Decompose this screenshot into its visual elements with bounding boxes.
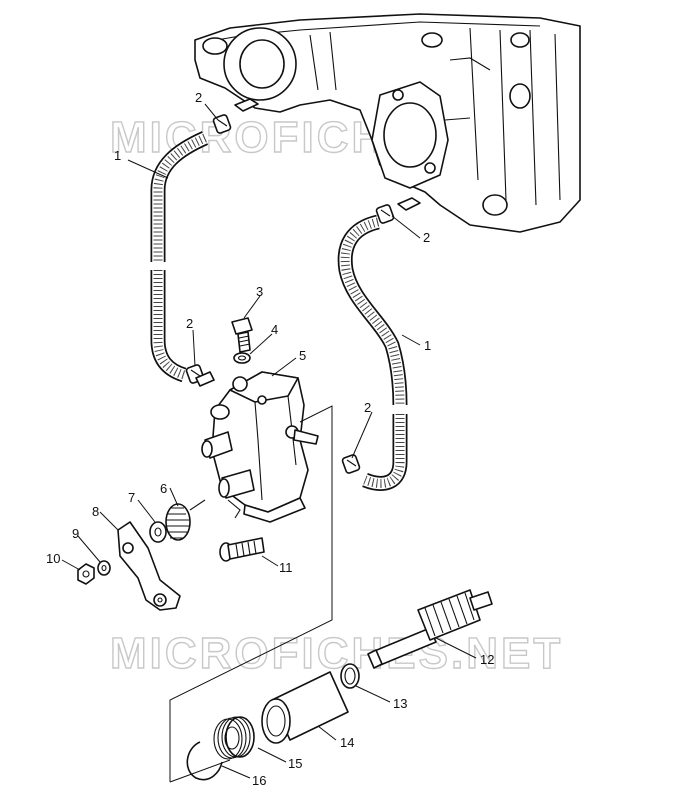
oil-hose-right <box>337 214 408 491</box>
callout-16: 16 <box>252 773 266 788</box>
callout-1-right: 1 <box>424 338 431 353</box>
pump-control-lever <box>117 521 181 611</box>
oil-pump-body <box>195 371 319 523</box>
callout-15: 15 <box>288 756 302 771</box>
shaft-spring <box>213 716 255 760</box>
callout-6: 6 <box>160 481 167 496</box>
callout-7: 7 <box>128 490 135 505</box>
oil-hose-left <box>150 131 209 383</box>
drive-gear-shaft <box>367 589 493 669</box>
callout-3: 3 <box>256 284 263 299</box>
lever-washer <box>149 521 167 543</box>
callout-2-right-mid: 2 <box>364 400 371 415</box>
pump-base-flange <box>243 497 306 523</box>
callout-2-left-mid: 2 <box>186 316 193 331</box>
leader-lines <box>61 103 477 779</box>
snap-ring <box>186 741 223 781</box>
assembly-outline <box>169 405 333 782</box>
sealing-washer <box>233 352 251 364</box>
mounting-screw <box>219 537 265 562</box>
callout-2-right-top: 2 <box>423 230 430 245</box>
hose-clamp-2 <box>375 204 395 224</box>
callout-8: 8 <box>92 504 99 519</box>
callout-9: 9 <box>72 526 79 541</box>
head-nipple-left <box>234 98 259 112</box>
callout-14: 14 <box>340 735 354 750</box>
watermark-bottom: MICROFICHES.NET <box>110 629 563 678</box>
return-spring <box>165 499 206 541</box>
hex-nut <box>77 563 95 585</box>
callout-11: 11 <box>279 560 293 575</box>
callout-2-top: 2 <box>195 90 202 105</box>
callout-4: 4 <box>271 322 278 337</box>
callout-13: 13 <box>393 696 407 711</box>
pump-bolt <box>231 317 253 353</box>
lockwasher <box>97 560 111 576</box>
shaft-bushing <box>261 671 349 744</box>
cylinder-head <box>194 13 581 233</box>
callout-5: 5 <box>299 348 306 363</box>
callout-1-left: 1 <box>114 148 121 163</box>
hose-clamp-4 <box>341 454 361 474</box>
callout-10: 10 <box>46 551 60 566</box>
head-nipple-right <box>397 197 421 211</box>
callouts: 1 1 2 2 2 2 3 4 5 6 7 8 9 10 11 12 13 14… <box>46 90 494 788</box>
callout-12: 12 <box>480 652 494 667</box>
o-ring <box>340 663 360 689</box>
